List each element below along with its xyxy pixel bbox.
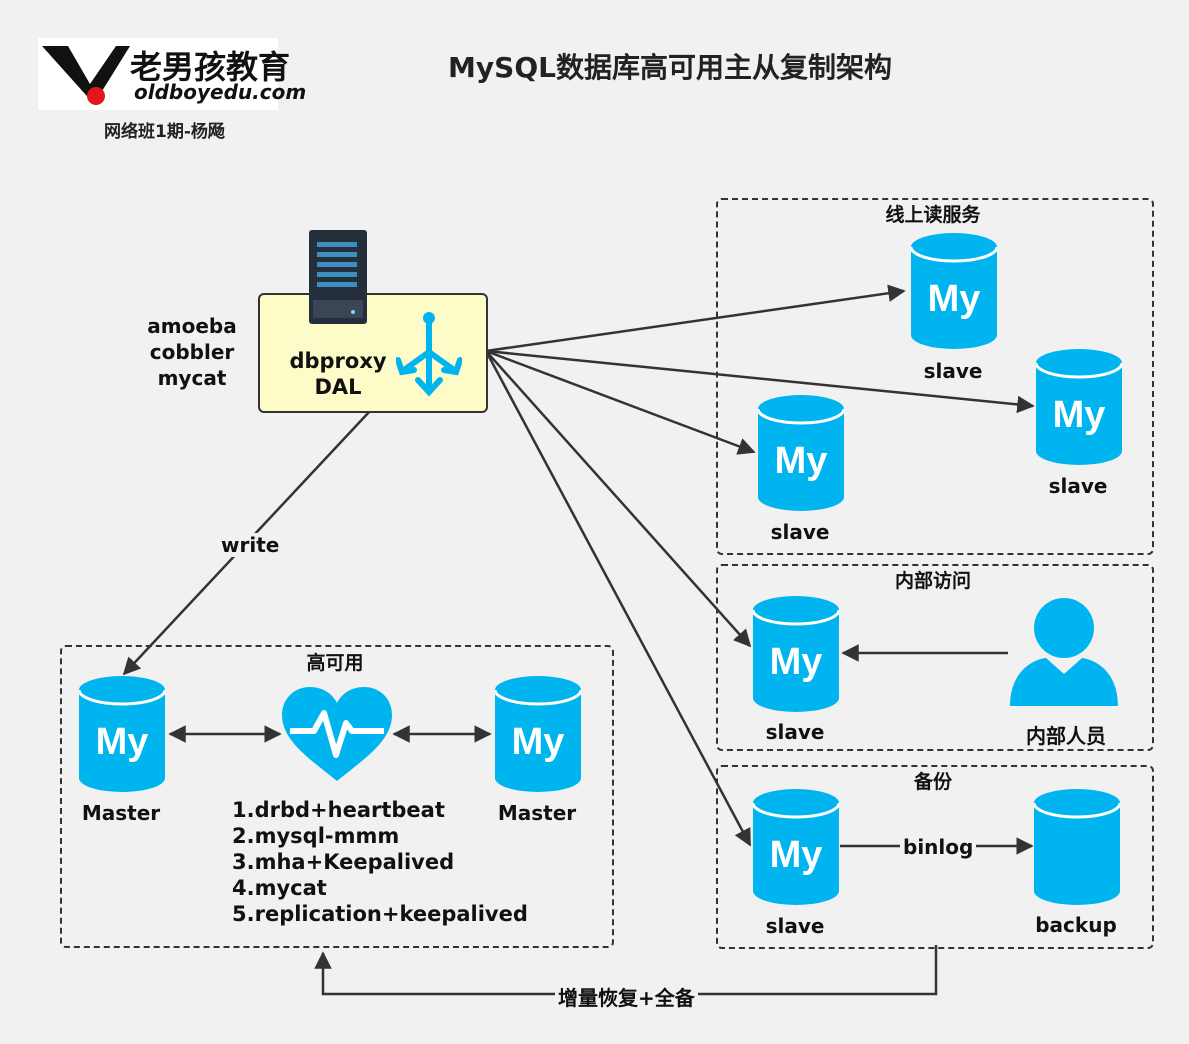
edge-proxy-slave-3 <box>485 349 756 455</box>
dbproxy-box <box>258 293 488 413</box>
edge-proxy-slave-internal <box>485 350 752 648</box>
group-ha <box>60 645 614 948</box>
edge-proxy-slave-1 <box>485 284 906 353</box>
database-icon: My <box>756 395 846 511</box>
group-backup-label: 备份 <box>913 771 952 793</box>
master-db-right: My <box>493 676 583 792</box>
db-icon-text: My <box>1053 394 1106 436</box>
slave-db-internal: My <box>751 596 841 712</box>
tool-item: amoeba <box>147 314 237 338</box>
database-icon: My <box>751 789 841 905</box>
ha-method-item: 4.mycat <box>232 876 327 900</box>
dbproxy-label: dbproxy DAL <box>280 348 396 400</box>
database-icon <box>1032 789 1122 905</box>
backup-label: backup <box>1035 913 1117 937</box>
load-balancer-icon <box>396 312 462 397</box>
tool-item: cobbler <box>149 340 235 364</box>
master-label-right: Master <box>497 801 577 825</box>
db-icon-text: My <box>770 834 823 876</box>
slave-label: slave <box>1048 474 1108 498</box>
ha-method-item: 1.drbd+heartbeat <box>232 798 445 822</box>
page-title: MySQL数据库高可用主从复制架构 <box>448 51 892 84</box>
group-internal-label: 内部访问 <box>894 570 971 592</box>
dbproxy-line2: DAL <box>314 375 362 399</box>
logo-en: oldboyedu.com <box>134 80 307 104</box>
slave-label: slave <box>765 720 825 744</box>
slave-db-backup: My <box>751 789 841 905</box>
ha-methods-list: 1.drbd+heartbeat 2.mysql-mmm 3.mha+Keepa… <box>232 797 528 927</box>
db-icon-text: My <box>770 641 823 683</box>
database-icon: My <box>909 233 999 349</box>
ha-method-item: 5.replication+keepalived <box>232 902 528 926</box>
db-icon-text: My <box>928 278 981 320</box>
slave-label: slave <box>770 520 830 544</box>
group-online-read <box>716 198 1154 555</box>
database-icon: My <box>1034 349 1124 465</box>
user-icon <box>1010 598 1118 706</box>
db-icon-text: My <box>512 721 565 763</box>
logo-cn: 老男孩教育 <box>130 48 291 86</box>
server-icon <box>309 230 367 324</box>
person-label: 内部人员 <box>1026 724 1106 748</box>
logo-mark-icon <box>42 46 130 105</box>
group-internal <box>716 564 1154 751</box>
database-icon: My <box>751 596 841 712</box>
database-icon: My <box>493 676 583 792</box>
backup-db <box>1032 789 1122 905</box>
ha-method-item: 2.mysql-mmm <box>232 824 400 848</box>
group-ha-label: 高可用 <box>306 652 364 674</box>
slave-db-online-1: My <box>909 233 999 349</box>
edge-write-label: write <box>218 533 283 557</box>
ha-method-item: 3.mha+Keepalived <box>232 850 455 874</box>
db-icon-text: My <box>775 440 828 482</box>
slave-label: slave <box>923 359 983 383</box>
edge-proxy-slave-2 <box>485 349 1035 414</box>
edge-restore-label: 增量恢复+全备 <box>555 982 698 1011</box>
slave-db-online-2: My <box>1034 349 1124 465</box>
group-online-label: 线上读服务 <box>885 204 981 226</box>
database-icon: My <box>77 676 167 792</box>
db-icon-text: My <box>96 721 149 763</box>
master-label-left: Master <box>81 801 161 825</box>
edge-binlog-label: binlog <box>900 835 977 859</box>
logo: 老男孩教育 oldboyedu.com <box>38 38 306 110</box>
edge-proxy-slave-backup <box>484 350 752 847</box>
slave-label: slave <box>765 914 825 938</box>
master-db-left: My <box>77 676 167 792</box>
tool-item: mycat <box>157 366 227 390</box>
proxy-tools-list: amoeba cobbler mycat <box>140 313 244 391</box>
dbproxy-line1: dbproxy <box>289 349 387 373</box>
author-subtitle: 网络班1期-杨飏 <box>104 122 225 142</box>
slave-db-online-3: My <box>756 395 846 511</box>
heartbeat-icon <box>282 687 392 781</box>
